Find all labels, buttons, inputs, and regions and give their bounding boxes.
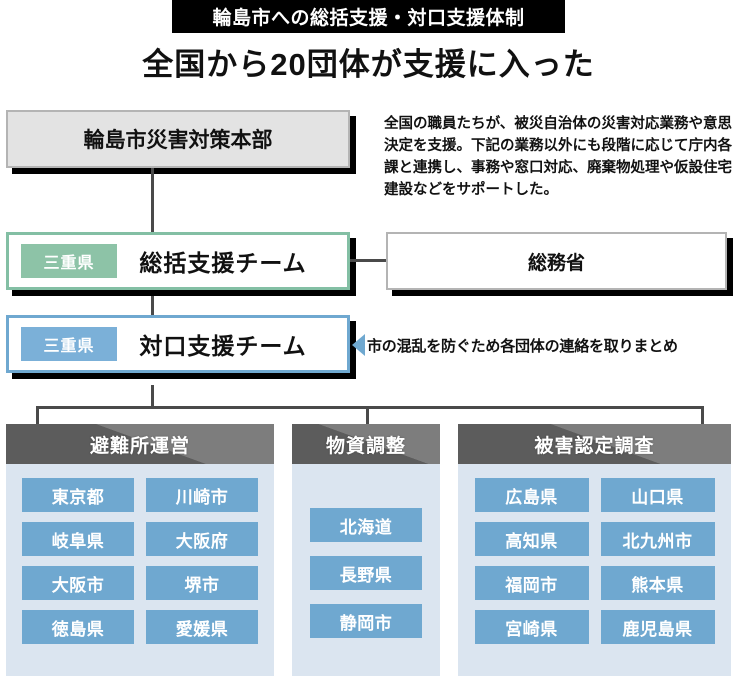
member-chip: 北海道 xyxy=(310,508,422,542)
column-supply-header: 物資調整 xyxy=(292,424,440,464)
member-chip: 大阪市 xyxy=(22,566,134,600)
node-ministry-label: 総務省 xyxy=(527,252,585,274)
node-disaster-hq-inner: 輪島市災害対策本部 xyxy=(6,110,350,168)
member-chip: 山口県 xyxy=(600,478,715,512)
member-chip: 広島県 xyxy=(474,478,589,512)
column-shelter-title: 避難所運営 xyxy=(89,435,190,457)
connector-stem-damage xyxy=(701,406,704,424)
column-damage-title: 被害認定調査 xyxy=(534,435,655,457)
prefecture-tag-taiko: 三重県 xyxy=(21,327,117,361)
node-disaster-hq: 輪島市災害対策本部 xyxy=(6,110,356,174)
node-ministry: 総務省 xyxy=(386,232,733,296)
column-supply-title: 物資調整 xyxy=(325,435,406,457)
column-damage-header: 被害認定調査 xyxy=(458,424,731,464)
member-chip: 静岡市 xyxy=(310,604,422,638)
connector-stem-shelter xyxy=(36,406,39,424)
member-chip: 川崎市 xyxy=(146,478,258,512)
member-chip: 東京都 xyxy=(22,478,134,512)
node-taiko-team-inner: 三重県 対口支援チーム xyxy=(6,315,350,373)
member-chip: 高知県 xyxy=(474,522,589,556)
member-chip: 大阪府 xyxy=(146,522,258,556)
node-sokatsu-team-inner: 三重県 総括支援チーム xyxy=(6,232,350,290)
member-chip: 徳島県 xyxy=(22,610,134,644)
page-title: 全国から20団体が支援に入った xyxy=(142,46,595,82)
column-supply-members: 北海道 長野県 静岡市 xyxy=(292,464,440,650)
member-chip: 福岡市 xyxy=(474,566,589,600)
column-damage-assessment: 被害認定調査 広島県 山口県 高知県 北九州市 福岡市 熊本県 宮崎県 鹿児島県 xyxy=(458,424,731,676)
annotation-text: 市の混乱を防ぐため各団体の連絡を取りまとめ xyxy=(367,337,678,355)
node-disaster-hq-label: 輪島市災害対策本部 xyxy=(83,129,273,152)
node-taiko-team: 三重県 対口支援チーム xyxy=(6,315,356,379)
node-ministry-inner: 総務省 xyxy=(386,232,727,290)
column-shelter-header: 避難所運営 xyxy=(6,424,274,464)
column-shelter-operations: 避難所運営 東京都 川崎市 岐阜県 大阪府 大阪市 堺市 徳島県 愛媛県 xyxy=(6,424,274,676)
connector-stem-supply xyxy=(366,406,369,424)
member-chip: 愛媛県 xyxy=(146,610,258,644)
member-chip: 岐阜県 xyxy=(22,522,134,556)
connector-sokatsu-to-taiko xyxy=(151,296,154,315)
member-chip: 鹿児島県 xyxy=(600,610,715,644)
connector-sokatsu-to-ministry xyxy=(350,259,386,262)
banner-title: 輪島市への総括支援・対口支援体制 xyxy=(172,0,565,33)
member-chip: 北九州市 xyxy=(600,522,715,556)
node-sokatsu-team-label: 総括支援チーム xyxy=(139,250,307,276)
column-shelter-members: 東京都 川崎市 岐阜県 大阪府 大阪市 堺市 徳島県 愛媛県 xyxy=(6,464,274,656)
prefecture-tag-sokatsu: 三重県 xyxy=(21,244,117,278)
member-chip: 宮崎県 xyxy=(474,610,589,644)
node-taiko-team-label: 対口支援チーム xyxy=(139,333,307,359)
connector-taiko-to-bus xyxy=(151,385,154,408)
member-chip: 堺市 xyxy=(146,566,258,600)
member-chip: 熊本県 xyxy=(600,566,715,600)
column-supply-coordination: 物資調整 北海道 長野県 静岡市 xyxy=(292,424,440,676)
node-sokatsu-team: 三重県 総括支援チーム xyxy=(6,232,356,296)
triangle-left-icon xyxy=(352,334,365,356)
annotation-taiko: 市の混乱を防ぐため各団体の連絡を取りまとめ xyxy=(352,329,737,361)
connector-hq-to-sokatsu xyxy=(151,168,154,232)
column-damage-members: 広島県 山口県 高知県 北九州市 福岡市 熊本県 宮崎県 鹿児島県 xyxy=(458,464,731,656)
connector-horizontal-bus xyxy=(36,406,704,409)
description-text: 全国の職員たちが、被災自治体の災害対応業務や意思決定を支援。下記の業務以外にも段… xyxy=(384,116,732,199)
member-chip: 長野県 xyxy=(310,556,422,590)
